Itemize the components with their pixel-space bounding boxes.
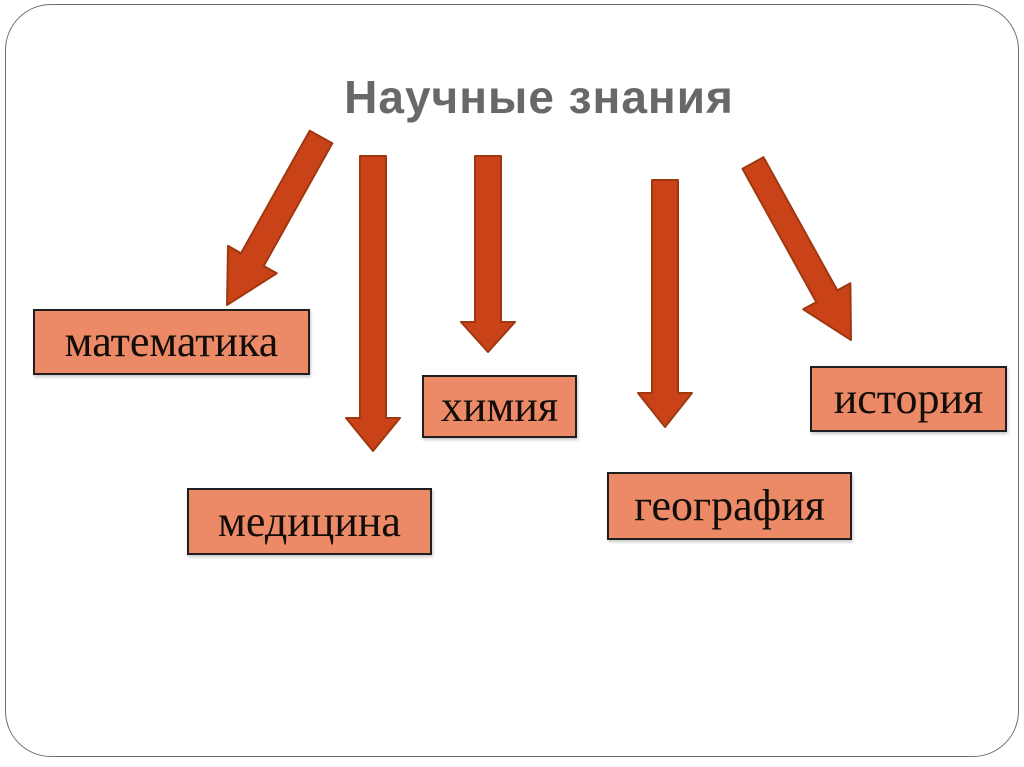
subject-box-medicine: медицина: [187, 488, 432, 555]
arrow-to-medicine: [345, 155, 401, 452]
arrow-to-history: [741, 156, 852, 341]
arrow-to-mathematics: [226, 129, 334, 306]
subject-box-history: история: [810, 366, 1007, 432]
slide-title: Научные знания: [344, 71, 734, 123]
arrow-to-geography: [637, 179, 693, 428]
subject-box-mathematics: математика: [33, 309, 310, 375]
subject-box-chemistry: химия: [422, 375, 577, 438]
arrow-to-chemistry: [460, 155, 516, 353]
subject-box-geography: география: [607, 472, 852, 540]
